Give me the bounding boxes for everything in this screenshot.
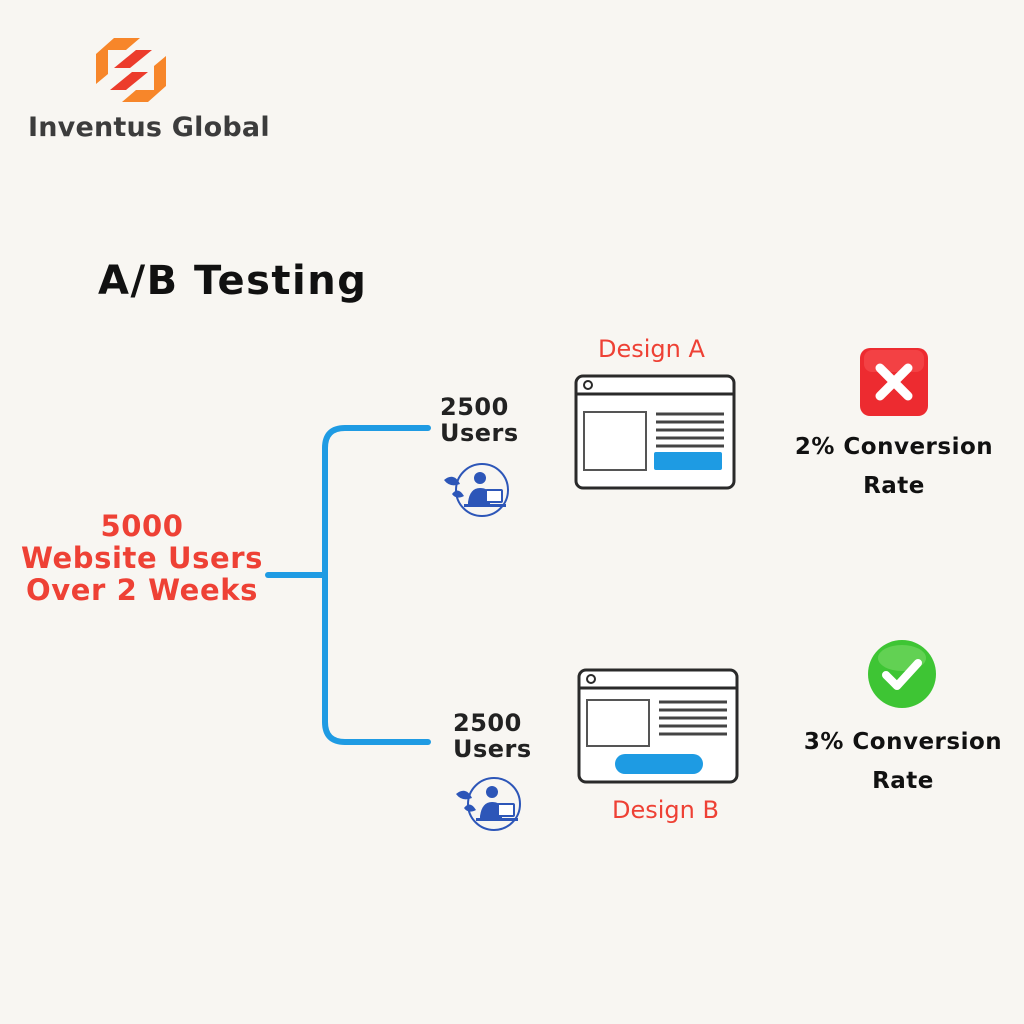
design-a-webpage-icon	[574, 374, 736, 490]
source-label: Website Users	[20, 541, 264, 575]
group-a-users-label: Users	[440, 419, 519, 447]
source-count: 5000	[100, 509, 184, 543]
group-b-users-label: Users	[453, 735, 532, 763]
design-b-label: Design B	[612, 796, 719, 824]
design-a-rate-label: Rate	[863, 473, 925, 499]
group-a-users-count: 2500	[440, 393, 509, 421]
design-b-conversion-rate: 3% Conversion Rate	[803, 723, 1003, 801]
design-a-label: Design A	[598, 335, 705, 363]
inventus-logo-icon	[96, 38, 166, 102]
design-a-rate-value: 2% Conversion	[794, 434, 994, 460]
user-laptop-icon	[444, 463, 509, 517]
group-a-users: 2500 Users	[440, 394, 519, 446]
source-period: Over 2 Weeks	[26, 573, 258, 607]
source-population: 5000 Website Users Over 2 Weeks	[0, 510, 284, 606]
page-title: A/B Testing	[98, 258, 368, 304]
brand-name: Inventus Global	[28, 112, 270, 143]
design-b-rate-label: Rate	[872, 768, 934, 794]
check-mark-icon	[868, 640, 936, 708]
design-b-webpage-icon	[577, 668, 739, 784]
x-mark-icon	[860, 348, 928, 416]
group-b-users: 2500 Users	[453, 710, 532, 762]
user-laptop-icon	[456, 777, 521, 831]
group-b-users-count: 2500	[453, 709, 522, 737]
design-b-rate-value: 3% Conversion	[803, 729, 1003, 755]
design-a-conversion-rate: 2% Conversion Rate	[794, 428, 994, 506]
